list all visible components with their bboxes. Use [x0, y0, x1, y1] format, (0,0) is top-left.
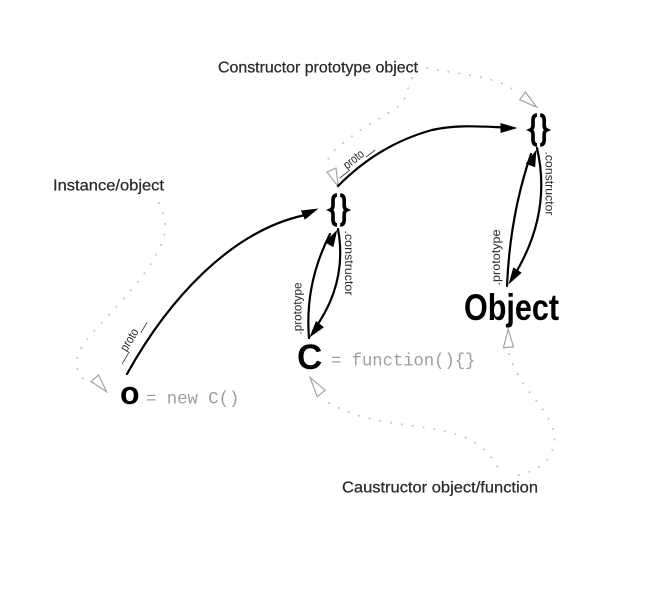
- svg-text:.constructor: .constructor: [543, 152, 557, 216]
- svg-text:Caustructor object/function: Caustructor object/function: [342, 480, 538, 497]
- svg-text:Constructor prototype object: Constructor prototype object: [218, 60, 419, 77]
- svg-text:.prototype: .prototype: [291, 282, 305, 334]
- svg-text:Object: Object: [464, 287, 559, 328]
- svg-text:.prototype: .prototype: [489, 229, 503, 285]
- svg-text:C: C: [297, 338, 322, 377]
- svg-text:= function(){}: = function(){}: [331, 353, 475, 372]
- svg-text:.constructor: .constructor: [342, 231, 356, 296]
- svg-text:o: o: [120, 375, 140, 411]
- svg-text:= new C(): = new C(): [146, 391, 239, 410]
- svg-text:Instance/object: Instance/object: [53, 178, 165, 195]
